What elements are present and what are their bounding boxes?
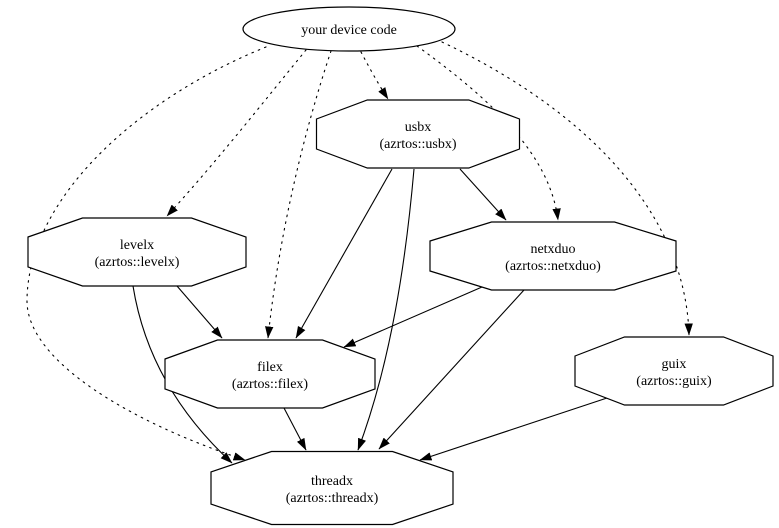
node-usbx: usbx(azrtos::usbx) bbox=[315, 99, 521, 169]
filex-subtitle-line: (azrtos::filex) bbox=[232, 377, 309, 392]
edge-netxduo-to-threadx bbox=[378, 289, 525, 450]
node-guix: guix(azrtos::guix) bbox=[574, 336, 774, 406]
edge-device-to-usbx bbox=[360, 51, 389, 100]
levelx-subtitle-line: (azrtos::levelx) bbox=[95, 255, 180, 270]
filex-octagon-shape bbox=[164, 339, 376, 409]
edges-layer bbox=[26, 41, 693, 464]
threadx-title-line: threadx bbox=[311, 474, 353, 489]
edge-usbx-to-threadx bbox=[357, 168, 415, 451]
edge-usbx-to-filex bbox=[295, 168, 393, 339]
node-levelx: levelx(azrtos::levelx) bbox=[27, 217, 247, 287]
usbx-octagon-shape bbox=[315, 99, 521, 169]
levelx-label: levelx(azrtos::levelx) bbox=[95, 238, 180, 270]
edge-device-to-levelx bbox=[166, 49, 307, 217]
edge-guix-to-threadx bbox=[419, 397, 608, 461]
netxduo-octagon-shape bbox=[429, 221, 677, 291]
edge-device-to-guix bbox=[441, 41, 693, 336]
usbx-subtitle-line: (azrtos::usbx) bbox=[380, 137, 457, 152]
node-filex: filex(azrtos::filex) bbox=[164, 339, 376, 409]
edge-levelx-to-threadx bbox=[132, 285, 233, 464]
levelx-octagon-shape bbox=[27, 217, 247, 287]
threadx-label: threadx(azrtos::threadx) bbox=[286, 474, 379, 506]
edge-netxduo-to-filex bbox=[343, 286, 483, 348]
guix-subtitle-line: (azrtos::guix) bbox=[636, 374, 712, 389]
node-threadx: threadx(azrtos::threadx) bbox=[210, 450, 454, 526]
nodes-layer: your device codeusbx(azrtos::usbx)levelx… bbox=[27, 6, 774, 526]
levelx-title-line: levelx bbox=[120, 238, 154, 253]
filex-label: filex(azrtos::filex) bbox=[232, 360, 309, 392]
usbx-label: usbx(azrtos::usbx) bbox=[380, 120, 457, 152]
device-ellipse-shape bbox=[242, 6, 456, 52]
node-netxduo: netxduo(azrtos::netxduo) bbox=[429, 221, 677, 291]
guix-title-line: guix bbox=[662, 357, 687, 372]
threadx-subtitle-line: (azrtos::threadx) bbox=[286, 491, 379, 506]
edge-levelx-to-filex bbox=[176, 285, 223, 339]
guix-label: guix(azrtos::guix) bbox=[636, 357, 712, 389]
netxduo-label: netxduo(azrtos::netxduo) bbox=[505, 242, 601, 274]
threadx-octagon-shape bbox=[210, 450, 454, 526]
netxduo-subtitle-line: (azrtos::netxduo) bbox=[505, 259, 601, 274]
node-device: your device code bbox=[242, 6, 456, 52]
edge-device-to-filex bbox=[265, 50, 332, 339]
filex-title-line: filex bbox=[257, 360, 283, 375]
device-label: your device code bbox=[301, 23, 397, 38]
edge-device-to-netxduo bbox=[416, 45, 561, 221]
netxduo-title-line: netxduo bbox=[530, 242, 575, 257]
guix-octagon-shape bbox=[574, 336, 774, 406]
edge-filex-to-threadx bbox=[283, 407, 307, 451]
edge-usbx-to-netxduo bbox=[459, 168, 507, 221]
usbx-title-line: usbx bbox=[405, 120, 431, 135]
edge-device-to-threadx bbox=[26, 46, 267, 461]
